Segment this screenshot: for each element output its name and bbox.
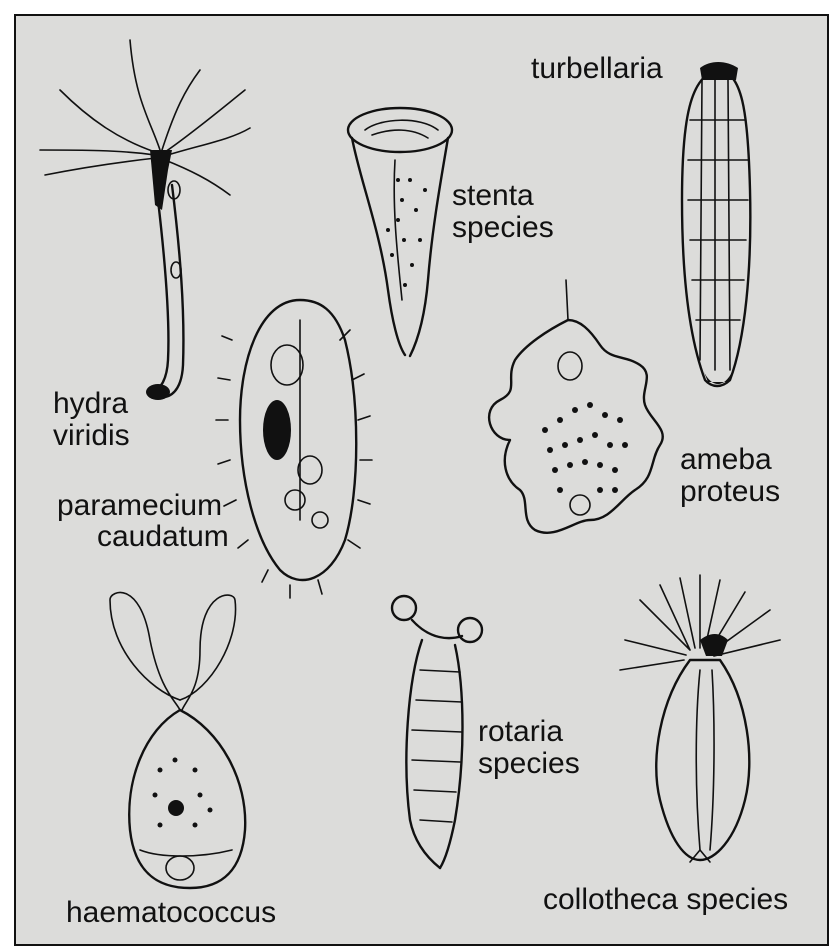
rotaria-drawing: [392, 596, 482, 868]
ameba-drawing: [489, 280, 663, 533]
haematococcus-drawing: [110, 592, 245, 888]
label-paramecium-line2: caudatum: [97, 521, 229, 552]
label-hydra-line2: viridis: [53, 420, 130, 451]
label-ameba-line1: ameba: [680, 444, 772, 475]
label-collotheca: collotheca species: [543, 884, 788, 915]
label-rotaria-line2: species: [478, 748, 580, 779]
label-stenta-line1: stenta: [452, 180, 534, 211]
turbellaria-drawing: [682, 62, 750, 386]
collotheca-drawing: [620, 575, 780, 862]
label-paramecium-line1: paramecium: [57, 490, 222, 521]
label-haematococcus: haematococcus: [66, 897, 276, 928]
stenta-drawing: [348, 108, 452, 356]
label-hydra-line1: hydra: [53, 388, 128, 419]
label-turbellaria: turbellaria: [531, 53, 663, 84]
hydra-viridis-drawing: [40, 40, 250, 400]
label-ameba-line2: proteus: [680, 476, 780, 507]
paramecium-drawing: [216, 300, 372, 598]
label-stenta-line2: species: [452, 212, 554, 243]
label-rotaria-line1: rotaria: [478, 716, 563, 747]
